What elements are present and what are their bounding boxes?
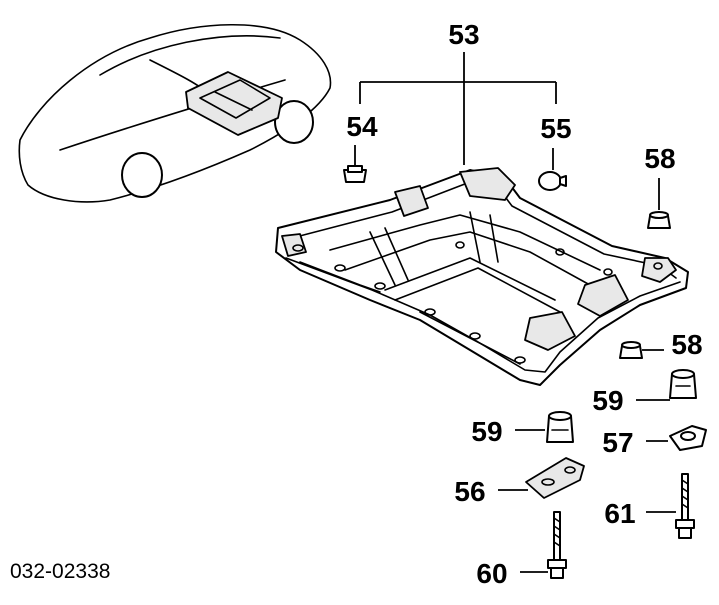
callout-label-59-center: 59	[471, 416, 502, 447]
callout-53: 53	[359, 19, 557, 165]
callout-label-58-lower: 58	[671, 329, 702, 360]
callout-56: 56	[454, 457, 585, 507]
callout-label-55: 55	[540, 113, 571, 144]
callout-label-53: 53	[448, 19, 479, 50]
reference-code: 032-02338	[10, 560, 110, 583]
front-subframe	[275, 167, 689, 386]
callout-61: 61	[604, 473, 695, 539]
callout-59-right: 59	[592, 369, 697, 416]
callout-59-center: 59	[471, 411, 574, 447]
callout-label-60: 60	[476, 558, 507, 589]
callout-label-59-right: 59	[592, 385, 623, 416]
callout-58-upper: 58	[644, 143, 676, 229]
callout-58-lower: 58	[619, 329, 703, 360]
callout-label-56: 56	[454, 476, 485, 507]
car-silhouette	[18, 23, 332, 203]
callout-label-54: 54	[346, 111, 378, 142]
callout-label-58-upper: 58	[644, 143, 675, 174]
callout-label-57: 57	[602, 427, 633, 458]
callout-55: 55	[538, 113, 572, 191]
callout-57: 57	[602, 425, 707, 458]
callout-60: 60	[476, 511, 567, 589]
callout-54: 54	[343, 111, 378, 183]
callout-label-61: 61	[604, 498, 635, 529]
